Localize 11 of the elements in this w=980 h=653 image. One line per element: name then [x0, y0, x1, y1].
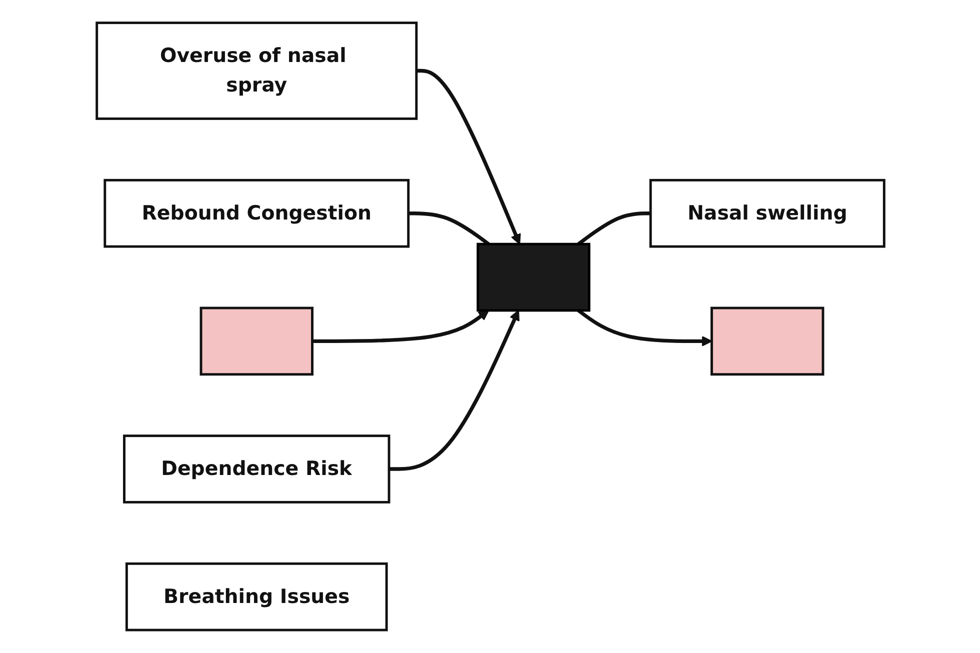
- node-box: Dependence Risk: [122, 434, 390, 504]
- node-box: [199, 306, 313, 376]
- node-box: Rebound Congestion: [103, 179, 410, 248]
- node-box: [476, 242, 590, 312]
- node-box: Breathing Issues: [124, 562, 388, 632]
- arrow: [388, 310, 519, 471]
- arrow: [416, 68, 520, 245]
- node-box: [710, 306, 824, 376]
- node-box: Overuse of nasal spray: [95, 22, 418, 120]
- arrow: [312, 310, 489, 344]
- node-box: Nasal swelling: [648, 179, 885, 248]
